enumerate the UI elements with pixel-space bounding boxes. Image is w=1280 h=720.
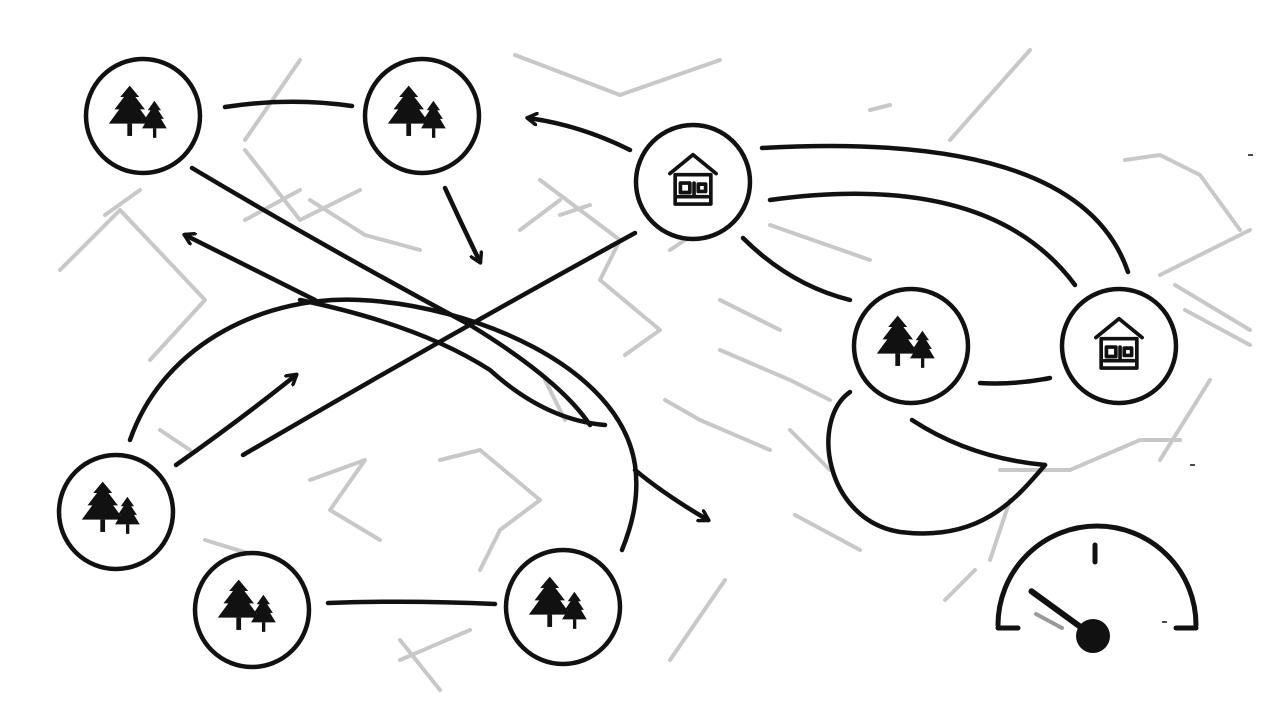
edge-marks	[1162, 154, 1253, 623]
connector-cabin1-cabin2-inner	[767, 191, 1078, 288]
node-forest-5	[192, 550, 312, 670]
node-forest-4	[56, 452, 176, 572]
background-map-lines	[58, 48, 1252, 692]
connector-forest3-cabin2	[977, 375, 1053, 386]
node-forest-2	[362, 56, 482, 176]
node-cabin-1	[633, 122, 753, 242]
connector-cabin1-forest3	[740, 235, 853, 303]
arrow-forest2-down	[442, 185, 480, 262]
connector-lines	[127, 99, 1131, 607]
direction-arrows	[173, 118, 708, 520]
connector-forest1-diagonal	[189, 165, 593, 428]
gauge-arc	[995, 523, 1199, 628]
node-cabin-2	[1059, 286, 1179, 406]
gauge-hub	[1076, 619, 1110, 653]
arrow-to-right-center	[632, 467, 708, 520]
connector-cabin1-cabin2-outer	[759, 143, 1131, 275]
connector-forest3-loop	[826, 389, 1048, 536]
connector-forest5-forest6	[325, 599, 498, 607]
connector-forest1-forest2	[222, 99, 355, 110]
node-forest-1	[83, 56, 203, 176]
speedometer-icon	[995, 523, 1199, 653]
connector-loop-top	[127, 297, 639, 553]
arrow-forest4-up-right	[173, 375, 296, 468]
arrow-to-upper-left	[185, 235, 318, 303]
node-forest-3	[851, 286, 971, 406]
connector-forest3-inner	[909, 417, 1048, 468]
connector-curve-return	[297, 297, 608, 428]
arrow-cabin1-to-forest2	[528, 118, 633, 153]
node-forest-6	[503, 547, 623, 667]
